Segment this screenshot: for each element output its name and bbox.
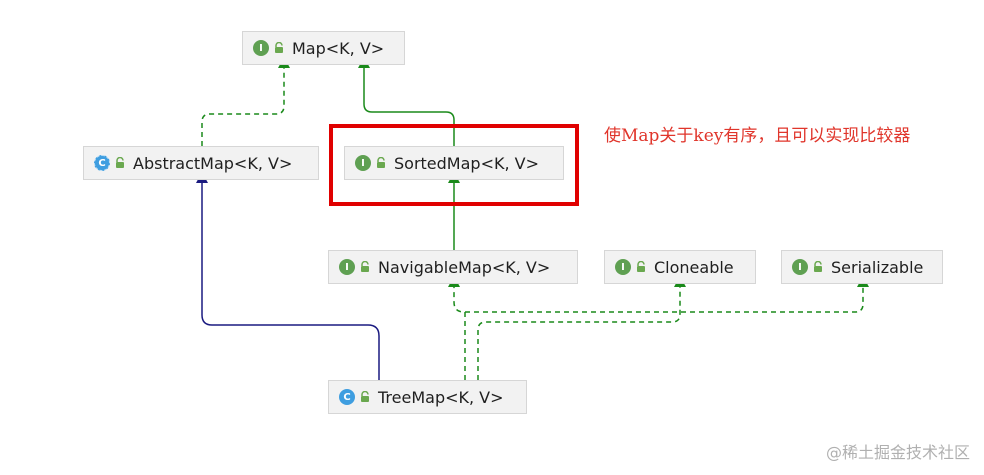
interface-icon: I <box>339 259 355 275</box>
node-map[interactable]: I Map<K, V> <box>242 31 405 65</box>
class-icon: C <box>339 389 355 405</box>
node-label: NavigableMap<K, V> <box>378 257 551 277</box>
edge-treemap-to-serializable <box>465 276 869 313</box>
interface-icon: I <box>253 40 269 56</box>
node-tree-map[interactable]: C TreeMap<K, V> <box>328 380 527 414</box>
edge-sortedmap-to-map <box>358 57 455 146</box>
lock-icon <box>377 157 385 168</box>
highlight-box <box>329 124 579 206</box>
lock-icon <box>361 391 369 402</box>
lock-icon <box>275 42 283 53</box>
edge-treemap-to-navigablemap <box>448 276 466 380</box>
node-abstract-map[interactable]: C AbstractMap<K, V> <box>83 146 319 180</box>
node-label: Cloneable <box>654 257 734 277</box>
abstract-class-icon: C <box>94 155 110 171</box>
node-label: SortedMap<K, V> <box>394 153 539 173</box>
edge-treemap-to-cloneable <box>477 276 686 380</box>
node-serializable[interactable]: I Serializable <box>781 250 943 284</box>
edge-abstractmap-to-map <box>201 57 290 146</box>
interface-icon: I <box>615 259 631 275</box>
node-cloneable[interactable]: I Cloneable <box>604 250 756 284</box>
node-label: AbstractMap<K, V> <box>133 153 293 173</box>
node-navigable-map[interactable]: I NavigableMap<K, V> <box>328 250 578 284</box>
watermark: @稀土掘金技术社区 <box>825 443 970 462</box>
node-label: Map<K, V> <box>292 38 385 58</box>
node-label: Serializable <box>831 257 924 277</box>
lock-icon <box>637 261 645 272</box>
lock-icon <box>814 261 822 272</box>
annotation-text: 使Map关于key有序，且可以实现比较器 <box>604 126 911 146</box>
interface-icon: I <box>355 155 371 171</box>
lock-icon <box>361 261 369 272</box>
interface-icon: I <box>792 259 808 275</box>
edge-treemap-to-abstractmap <box>196 172 380 380</box>
node-label: TreeMap<K, V> <box>378 387 504 407</box>
lock-icon <box>116 157 124 168</box>
node-sorted-map[interactable]: I SortedMap<K, V> <box>344 146 564 180</box>
